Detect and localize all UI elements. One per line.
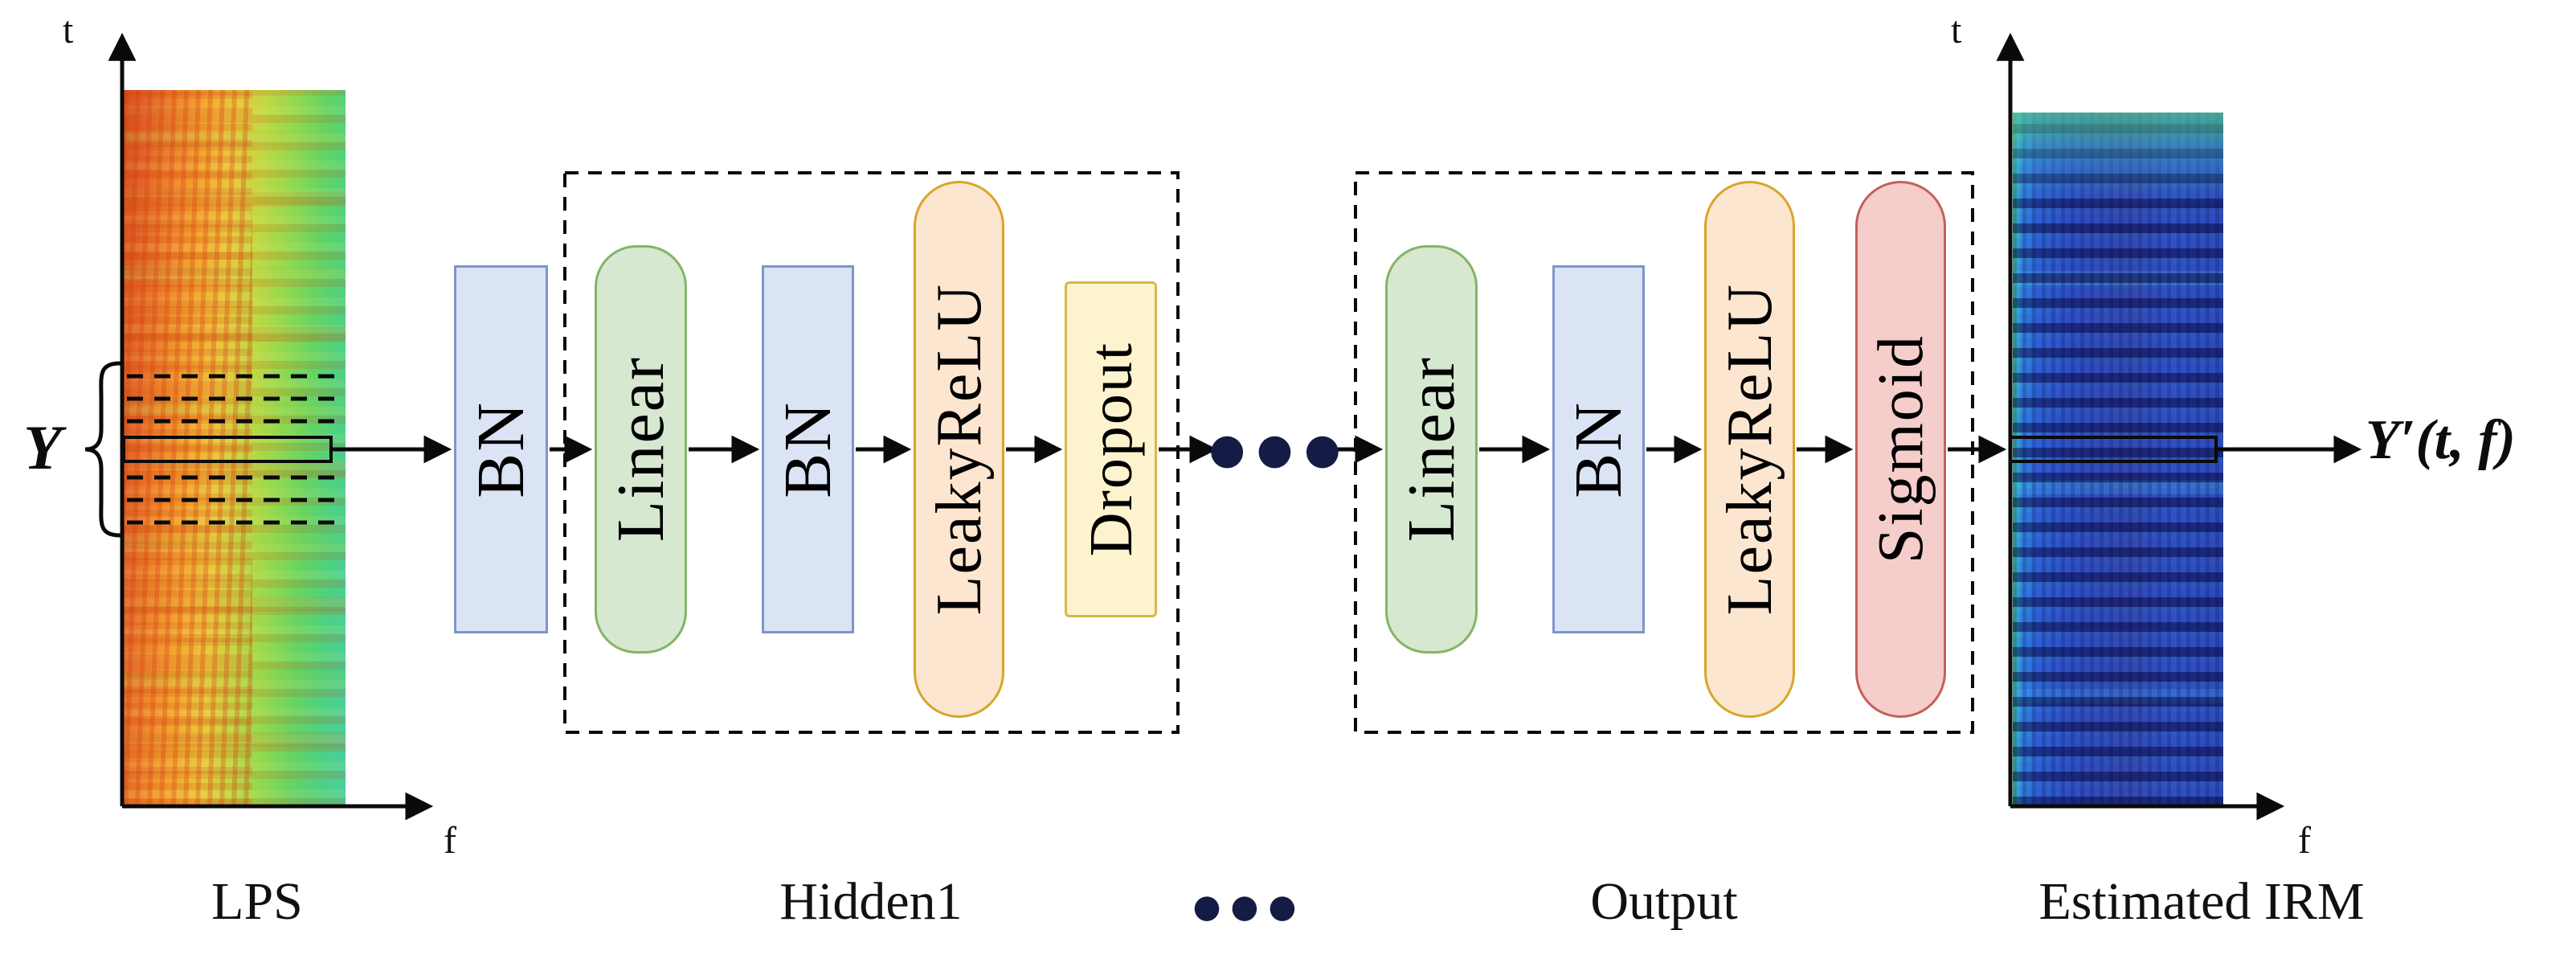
right-t-axis-label: t xyxy=(1951,9,1962,51)
axes xyxy=(108,32,2285,821)
input-brace xyxy=(84,361,121,538)
hidden1-bn-label: BN xyxy=(770,400,845,498)
estimated-irm-spectrogram-image xyxy=(2013,113,2223,806)
lps-spectrogram-image xyxy=(124,90,346,806)
selected-frame-left xyxy=(122,436,333,463)
right-f-axis-label: f xyxy=(2298,819,2311,862)
group-boxes xyxy=(563,171,1974,734)
caption-output: Output xyxy=(1590,872,1738,931)
hidden1-leakyrelu-block: LeakyReLU xyxy=(914,181,1004,718)
output-bn-block: BN xyxy=(1552,265,1645,633)
hidden1-dropout-label: Dropout xyxy=(1077,342,1145,557)
caption-ellipsis-dots: ●●● xyxy=(1192,888,1306,925)
caption-lps: LPS xyxy=(211,872,303,931)
hidden1-dashed-box xyxy=(563,171,1180,734)
hidden1-linear-block: Linear xyxy=(595,245,687,654)
input-symbol-label: Y xyxy=(23,412,62,482)
caption-estimated-irm: Estimated IRM xyxy=(2038,872,2365,931)
output-linear-label: Linear xyxy=(1393,356,1469,543)
output-symbol-label: Y′(t, f) xyxy=(2365,409,2516,471)
hidden1-bn-block: BN xyxy=(762,265,854,633)
left-f-axis-label: f xyxy=(444,819,456,862)
output-sigmoid-label: Sigmoid xyxy=(1865,334,1936,564)
hidden1-linear-label: Linear xyxy=(603,356,678,543)
hidden1-dropout-block: Dropout xyxy=(1065,281,1157,617)
selected-frame-right xyxy=(2009,436,2218,463)
caption-hidden1: Hidden1 xyxy=(779,872,963,931)
hidden1-leakyrelu-label: LeakyReLU xyxy=(923,283,995,616)
pre-bn-label: BN xyxy=(463,400,538,498)
output-bn-label: BN xyxy=(1560,400,1636,498)
output-dashed-box xyxy=(1354,171,1974,734)
frame-selection-rows xyxy=(122,374,2218,525)
pre-bn-block: BN xyxy=(454,265,548,633)
output-leakyrelu-block: LeakyReLU xyxy=(1704,181,1795,718)
output-leakyrelu-label: LeakyReLU xyxy=(1714,283,1785,616)
output-linear-block: Linear xyxy=(1385,245,1478,654)
flow-ellipsis-dots: ●●● xyxy=(1208,425,1352,473)
left-t-axis-label: t xyxy=(63,9,74,51)
output-sigmoid-block: Sigmoid xyxy=(1855,181,1946,718)
